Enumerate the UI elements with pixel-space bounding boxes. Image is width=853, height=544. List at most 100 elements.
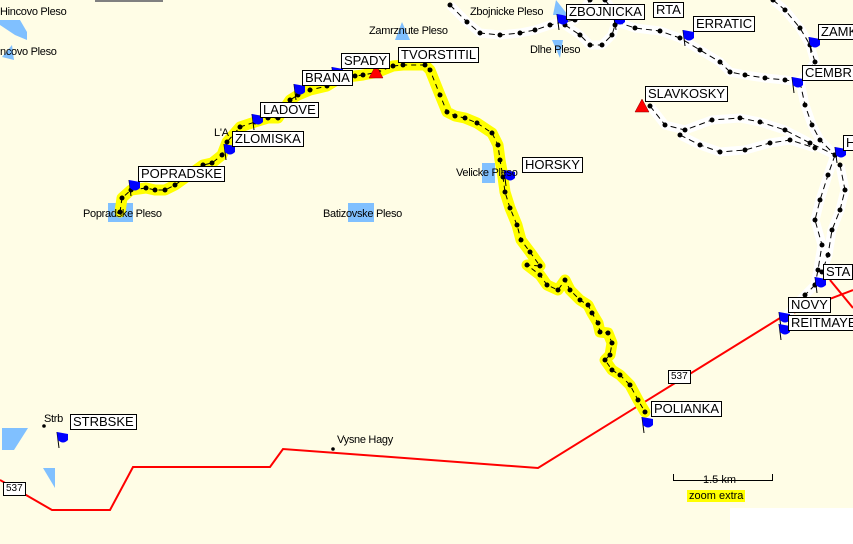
waypoint-label-brana[interactable]: BRANA bbox=[302, 70, 353, 86]
track-point bbox=[567, 287, 573, 293]
waypoint-label-erratic[interactable]: ERRATIC bbox=[693, 16, 756, 32]
trail-point bbox=[837, 207, 843, 213]
waypoint-label-sta[interactable]: STA bbox=[823, 264, 853, 280]
lake bbox=[552, 40, 563, 58]
track-point bbox=[607, 352, 613, 358]
trail-point bbox=[762, 75, 768, 81]
trail-point bbox=[662, 122, 668, 128]
track-point bbox=[437, 92, 443, 98]
trail-point bbox=[829, 227, 835, 233]
place-label: Zamrznute Pleso bbox=[369, 25, 448, 37]
track-point bbox=[474, 120, 480, 126]
place-label: Dlhe Pleso bbox=[530, 44, 581, 56]
trail-point bbox=[742, 72, 748, 78]
flag-icon bbox=[294, 84, 305, 95]
flag-icon bbox=[642, 417, 653, 428]
trail-point bbox=[802, 102, 808, 108]
trail-point bbox=[464, 19, 470, 25]
lake bbox=[553, 0, 568, 15]
trail-point bbox=[825, 172, 831, 178]
track-point bbox=[597, 329, 603, 335]
waypoint-label-zlomiska[interactable]: ZLOMISKA bbox=[232, 131, 304, 147]
track-point bbox=[172, 182, 178, 188]
waypoint-label-strbske[interactable]: STRBSKE bbox=[70, 414, 137, 430]
trail-point bbox=[717, 59, 723, 65]
flag-icon bbox=[504, 170, 515, 181]
waypoint-label-ladove[interactable]: LADOVE bbox=[260, 102, 319, 118]
place-label: Hincovo Pleso bbox=[0, 6, 67, 18]
trail-point bbox=[782, 127, 788, 133]
trail-point bbox=[577, 32, 583, 38]
trail-point bbox=[787, 137, 793, 143]
place-label: Velicke Pleso bbox=[456, 167, 518, 179]
track-point bbox=[524, 262, 530, 268]
track-point bbox=[390, 63, 396, 69]
road-segment bbox=[829, 279, 853, 309]
waypoint-label-cembri[interactable]: CEMBRI bbox=[802, 65, 853, 81]
trail-point bbox=[812, 59, 818, 65]
track-point bbox=[562, 277, 568, 283]
track-point bbox=[609, 340, 615, 346]
track-point bbox=[237, 124, 243, 130]
trail-point bbox=[837, 162, 843, 168]
waypoint-label-popradske[interactable]: POPRADSKE bbox=[138, 166, 225, 182]
trail-point bbox=[807, 140, 813, 146]
waypoint-label-tvorstitil[interactable]: TVORSTITIL bbox=[398, 47, 480, 63]
waypoint-label-reitmaye[interactable]: REITMAYE bbox=[788, 315, 853, 331]
waypoint-label-rta[interactable]: RTA bbox=[653, 2, 684, 18]
trail-point bbox=[477, 30, 483, 36]
track-point bbox=[507, 205, 513, 211]
track-point bbox=[585, 302, 591, 308]
flag-icon bbox=[557, 14, 568, 25]
road-number-label: 537 bbox=[668, 370, 691, 384]
trail-point bbox=[809, 122, 815, 128]
waypoint-label-h[interactable]: H bbox=[843, 135, 853, 151]
trail-point bbox=[770, 0, 776, 3]
trail-point bbox=[782, 7, 788, 13]
trail-point bbox=[447, 2, 453, 8]
track-point bbox=[605, 330, 611, 336]
track-point bbox=[117, 209, 123, 215]
trail-point bbox=[817, 197, 823, 203]
road-number-label: 537 bbox=[3, 482, 26, 496]
lake bbox=[482, 163, 495, 183]
track-point bbox=[152, 187, 158, 193]
waypoint-label-horsky[interactable]: HORSKY bbox=[522, 157, 583, 173]
trail-point bbox=[697, 142, 703, 148]
scale-distance: 1.5 km bbox=[703, 474, 737, 486]
place-label: ncovo Pleso bbox=[0, 46, 57, 58]
trail-point bbox=[812, 217, 818, 223]
trail-point bbox=[587, 0, 593, 3]
waypoint-label-zbojnicka[interactable]: ZBOJNICKA bbox=[566, 4, 645, 20]
waypoint-label-zamk[interactable]: ZAMK bbox=[818, 24, 853, 40]
waypoint-label-spady[interactable]: SPADY bbox=[341, 53, 391, 69]
flag-icon bbox=[57, 432, 68, 443]
trail-line bbox=[821, 164, 846, 273]
place-label: Strb bbox=[44, 413, 63, 425]
town-dot bbox=[331, 447, 335, 451]
track-point bbox=[444, 109, 450, 115]
trail-point bbox=[767, 140, 773, 146]
track-point bbox=[617, 372, 623, 378]
trail-point bbox=[727, 69, 733, 75]
trail-point bbox=[797, 25, 803, 31]
trail-point bbox=[609, 32, 615, 38]
track-point bbox=[589, 310, 595, 316]
blank-area bbox=[730, 508, 853, 544]
flag-icon bbox=[683, 30, 694, 41]
place-label: Batizovske Pleso bbox=[323, 208, 402, 220]
road-537 bbox=[0, 289, 853, 511]
track-point bbox=[287, 97, 293, 103]
track-point bbox=[427, 67, 433, 73]
waypoint-label-polianka[interactable]: POLIANKA bbox=[651, 401, 723, 417]
track-point bbox=[595, 320, 601, 326]
track-point bbox=[537, 272, 543, 278]
track-point bbox=[602, 357, 608, 363]
waypoint-label-novy[interactable]: NOVY bbox=[788, 297, 831, 313]
town-dot bbox=[42, 424, 46, 428]
trail-point bbox=[742, 147, 748, 153]
trail-point bbox=[842, 187, 848, 193]
waypoint-label-slavkosky[interactable]: SLAVKOSKY bbox=[645, 86, 729, 102]
trail-point bbox=[647, 103, 653, 109]
